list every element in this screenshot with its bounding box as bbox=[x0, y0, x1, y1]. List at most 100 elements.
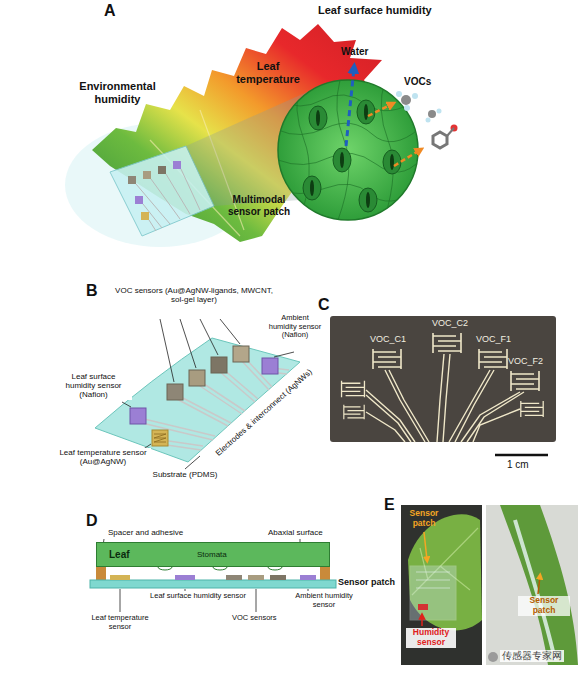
annotation-label: VOCs bbox=[404, 76, 431, 88]
voc-molecules bbox=[404, 105, 410, 111]
leader-line bbox=[185, 456, 200, 469]
leaf-sensor-patch bbox=[136, 169, 200, 231]
leaf-sensor-patch bbox=[135, 196, 143, 204]
stomata-zoom bbox=[278, 80, 418, 220]
stoma bbox=[340, 152, 344, 168]
plant-photo bbox=[401, 505, 482, 665]
voc-molecules bbox=[437, 109, 442, 114]
stomata-zoom bbox=[278, 80, 418, 220]
photo-label: Humidity sensor bbox=[406, 628, 456, 648]
cross-section bbox=[320, 567, 330, 580]
panel-letter: C bbox=[318, 296, 330, 314]
photo-label: Sensor patch bbox=[404, 509, 444, 529]
panel-letter: D bbox=[86, 512, 98, 530]
plant-photo bbox=[410, 566, 456, 620]
voc-molecules bbox=[401, 95, 411, 105]
sensor-photo bbox=[330, 316, 556, 442]
stoma bbox=[357, 100, 375, 124]
plant-photo bbox=[418, 604, 428, 610]
leaf-sensor-patch bbox=[141, 212, 149, 220]
panel-letter: A bbox=[104, 2, 116, 20]
leader-line bbox=[274, 352, 294, 357]
layer-name: Leaf bbox=[109, 549, 130, 561]
plant-photo bbox=[500, 505, 578, 665]
part-label: Substrate (PDMS) bbox=[150, 470, 220, 479]
panel-letter: B bbox=[86, 282, 98, 300]
leaf-cells bbox=[278, 80, 420, 220]
voc-arrows bbox=[368, 104, 420, 166]
leader-line bbox=[180, 319, 196, 368]
sensor-photo bbox=[366, 354, 524, 442]
stoma bbox=[333, 148, 351, 172]
sensor-photo bbox=[479, 349, 507, 369]
sensor-photo bbox=[521, 401, 543, 417]
annotation-label: Leaf surface humidity bbox=[318, 4, 432, 17]
voc-molecules bbox=[447, 128, 454, 136]
annotation-label: Water bbox=[341, 46, 368, 58]
annotation-label: Leaf temperature bbox=[232, 60, 304, 85]
stoma bbox=[359, 188, 377, 212]
part-label: VOC sensors (Au@AgNW-ligands, MWCNT, sol… bbox=[112, 286, 276, 304]
leader-line bbox=[160, 319, 174, 382]
plant-photo bbox=[421, 616, 423, 626]
leaf-sensor-patch bbox=[143, 171, 151, 179]
sensor-name: VOC_F2 bbox=[508, 356, 543, 366]
cross-section bbox=[226, 575, 242, 580]
part-label: Leaf surface humidity sensor bbox=[148, 592, 248, 601]
cross-section bbox=[90, 564, 336, 588]
voc-arrows bbox=[394, 150, 420, 166]
leader-line bbox=[120, 589, 121, 612]
sensor-photo bbox=[330, 316, 556, 442]
stoma bbox=[390, 154, 394, 170]
sensor-name: VOC_C2 bbox=[432, 318, 468, 328]
sensor-name: VOC_F1 bbox=[476, 334, 511, 344]
part-label: Spacer and adhesive bbox=[108, 528, 183, 537]
part-label: Sensor patch bbox=[338, 577, 395, 587]
stoma bbox=[383, 150, 401, 174]
part-label: Leaf surface humidity sensor (Nafion) bbox=[55, 372, 132, 400]
leaf-sensor-patch bbox=[173, 161, 181, 169]
cross-section bbox=[96, 567, 106, 580]
stoma bbox=[316, 110, 320, 126]
voc-arrows bbox=[368, 104, 392, 116]
stomata-zoom bbox=[278, 80, 420, 220]
annotation-label: Multimodal sensor patch bbox=[218, 194, 300, 217]
water-arrow bbox=[346, 68, 354, 146]
cross-section bbox=[175, 575, 195, 580]
part-label: Leaf temperature sensor (Au@AgNW) bbox=[55, 448, 151, 466]
leaf-sensor-patch bbox=[128, 176, 136, 184]
panel-letter: E bbox=[384, 496, 395, 514]
cross-section bbox=[248, 575, 264, 580]
leader-line bbox=[122, 319, 294, 469]
sensor-photo bbox=[373, 349, 401, 369]
cross-section bbox=[110, 575, 130, 580]
part-label: Leaf temperature sensor bbox=[80, 614, 160, 631]
plant-photo bbox=[416, 572, 450, 588]
leader-line bbox=[185, 589, 186, 591]
patch-sensors bbox=[167, 384, 183, 400]
patch-sensors bbox=[233, 346, 249, 362]
stoma bbox=[310, 180, 314, 196]
scale-label: 1 cm bbox=[507, 459, 529, 471]
voc-molecules bbox=[428, 110, 436, 118]
part-label: VOC sensors bbox=[232, 614, 277, 623]
sensor-photo bbox=[342, 381, 365, 397]
stoma bbox=[364, 104, 368, 120]
plant-photo bbox=[401, 505, 482, 665]
stoma bbox=[303, 100, 401, 212]
sensor-photo bbox=[344, 405, 364, 420]
plant-photo bbox=[488, 652, 498, 662]
voc-molecules bbox=[412, 93, 418, 99]
cross-section bbox=[90, 580, 336, 588]
part-label: Abaxial surface bbox=[268, 528, 323, 537]
leaf-cells bbox=[278, 80, 420, 220]
leader-line bbox=[256, 589, 257, 612]
stoma bbox=[309, 106, 327, 130]
sensor-photo bbox=[433, 333, 461, 353]
sensor-name: VOC_C1 bbox=[370, 334, 406, 344]
voc-molecules bbox=[433, 132, 447, 148]
plant-photo bbox=[486, 505, 578, 665]
water-arrow bbox=[346, 68, 354, 146]
sensor-photo bbox=[511, 371, 539, 391]
annotation-label: Environmental humidity bbox=[70, 80, 165, 105]
